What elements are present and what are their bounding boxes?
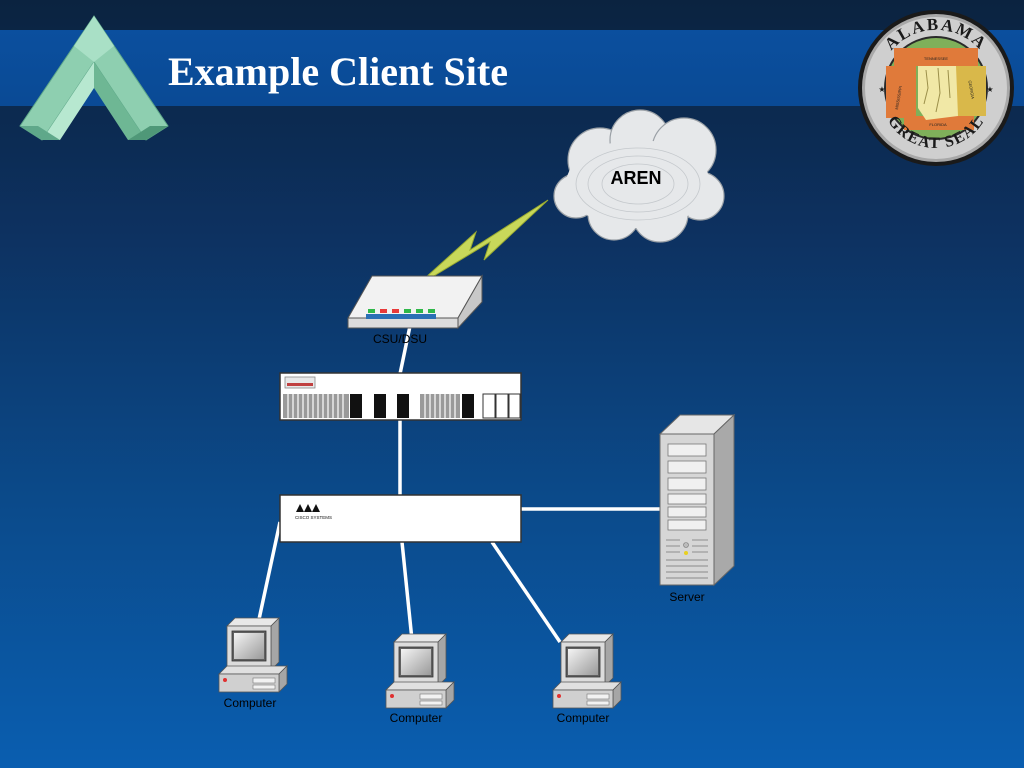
- csu-dsu-device-icon[interactable]: [347, 274, 483, 330]
- link-switch-computer-2: [400, 541, 414, 641]
- aren-cloud-icon: [553, 109, 725, 243]
- computer-label-2: Computer: [389, 711, 443, 725]
- wan-link-lightning-icon: [413, 199, 549, 289]
- router-device-icon[interactable]: [279, 372, 522, 421]
- seal-state-florida: FLORIDA: [929, 122, 947, 127]
- links: [256, 325, 660, 643]
- server-label: Server: [669, 590, 705, 604]
- switch-brand-label: CISCO SYSTEMS: [295, 515, 332, 520]
- computer-label-3: Computer: [556, 711, 610, 725]
- computer-icon-2[interactable]: [385, 633, 455, 709]
- server-tower-icon[interactable]: [658, 413, 736, 587]
- csu-dsu-label: CSU/DSU: [372, 332, 428, 346]
- switch-device-icon[interactable]: CISCO SYSTEMS: [279, 494, 522, 543]
- seal-state-mississippi: MISSISSIPPI: [894, 86, 903, 110]
- triangle-logo-icon: [19, 15, 169, 141]
- cloud-label: AREN: [610, 168, 662, 188]
- page-title: Example Client Site: [168, 49, 508, 94]
- computer-icon-1[interactable]: [218, 617, 288, 693]
- svg-text:★: ★: [986, 85, 993, 94]
- seal-state-georgia: GEORGIA: [967, 80, 975, 100]
- link-csu-router: [398, 325, 412, 375]
- link-switch-computer-3: [490, 541, 562, 643]
- computer-icon-3[interactable]: [552, 633, 622, 709]
- computer-label-1: Computer: [223, 696, 277, 710]
- title-band: [0, 30, 1024, 106]
- seal-state-tennessee: TENNESSEE: [924, 56, 949, 61]
- alabama-seal-icon: ALABAMA GREAT SEAL TENNESSEE MISSISSIPPI…: [858, 10, 1014, 166]
- link-switch-computer-1: [256, 521, 282, 625]
- svg-text:★: ★: [878, 85, 885, 94]
